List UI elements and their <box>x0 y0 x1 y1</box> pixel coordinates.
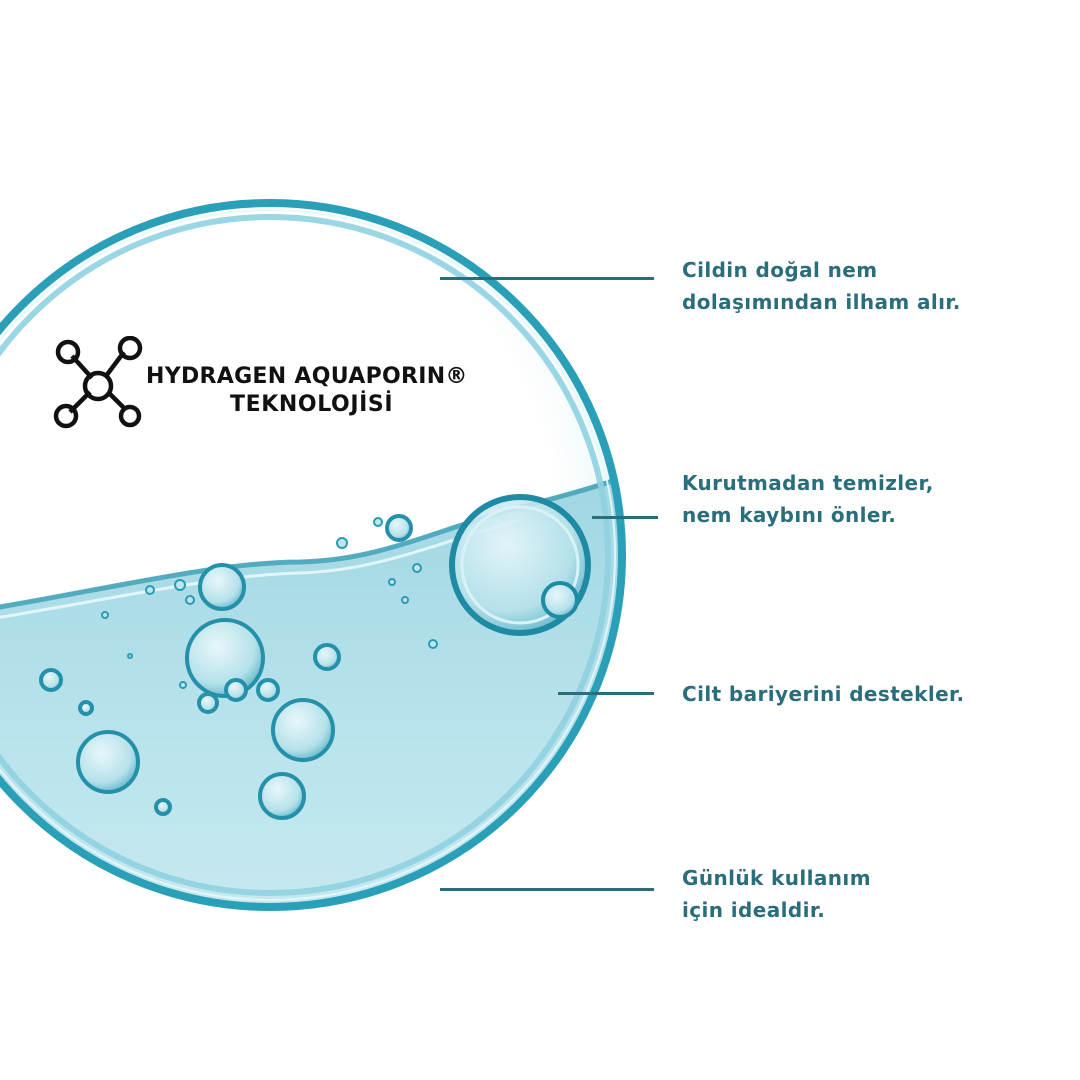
brand-block: HYDRAGEN AQUAPORIN® TEKNOLOJİSİ <box>52 336 492 436</box>
callout-2-line-1: Kurutmadan temizler, <box>682 471 934 495</box>
dish-rim-inner <box>0 214 611 896</box>
callout-text-4: Günlük kullanım için idealdir. <box>682 862 1062 926</box>
brand-name: HYDRAGEN AQUAPORIN® <box>146 364 468 389</box>
callout-line-2 <box>592 516 658 519</box>
dish-rim-highlight <box>0 209 616 901</box>
dish-rim-outer <box>0 199 626 911</box>
callout-4-line-1: Günlük kullanım <box>682 866 871 890</box>
callout-text-3: Cilt bariyerini destekler. <box>682 678 1062 710</box>
callout-text-2: Kurutmadan temizler, nem kaybını önler. <box>682 467 1062 531</box>
liquid-wave-crest <box>0 469 625 625</box>
callout-4-line-2: için idealdir. <box>682 898 826 922</box>
molecule-icon <box>53 336 143 429</box>
callout-line-4 <box>440 888 654 891</box>
callout-line-1 <box>440 277 654 280</box>
small-bubbles <box>101 517 438 689</box>
bubbles <box>39 514 413 820</box>
callout-2-line-2: nem kaybını önler. <box>682 503 897 527</box>
brand-subtitle: TEKNOLOJİSİ <box>230 392 394 417</box>
callout-1-line-2: dolaşımından ilham alır. <box>682 290 961 314</box>
callout-1-line-1: Cildin doğal nem <box>682 258 878 282</box>
callout-3-line-1: Cilt bariyerini destekler. <box>682 682 965 706</box>
liquid-wave-highlight <box>0 518 521 634</box>
callout-line-3 <box>558 692 654 695</box>
large-droplet <box>449 494 591 636</box>
callout-text-1: Cildin doğal nem dolaşımından ilham alır… <box>682 254 1062 318</box>
